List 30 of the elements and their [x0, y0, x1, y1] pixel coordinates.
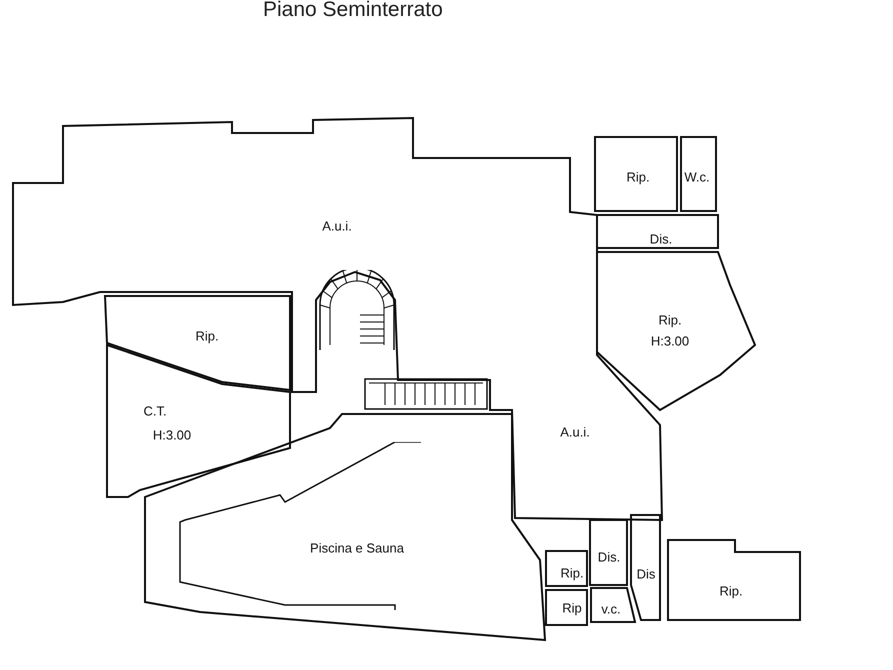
room: [103, 294, 292, 392]
room: [593, 135, 679, 213]
room-label: H:3.00: [650, 334, 690, 348]
room-label: C.T.: [143, 404, 167, 418]
room: [629, 513, 662, 622]
room-label: Dis.: [650, 232, 672, 246]
room: [595, 250, 757, 412]
room: [544, 549, 589, 588]
room-label: Rip.: [626, 170, 650, 184]
room-label: A.u.i.: [560, 426, 590, 438]
room: [679, 135, 718, 213]
room-label: Rip.: [658, 314, 682, 326]
room-label: Rip.: [560, 566, 584, 580]
room-label: Rip.: [719, 584, 743, 598]
room-label: Rip: [562, 602, 582, 614]
room-label: Dis: [636, 568, 656, 580]
room: [544, 588, 589, 627]
room-label: Dis.: [598, 550, 620, 564]
room: [105, 343, 292, 499]
room-label: H:3.00: [152, 428, 192, 442]
room-label: A.u.i.: [322, 220, 352, 232]
room-label: Piscina e Sauna: [310, 542, 404, 554]
room: [595, 213, 720, 250]
room: [588, 518, 629, 587]
room-label: Rip.: [195, 330, 219, 342]
room: [666, 538, 802, 622]
room-label: W.c.: [684, 170, 710, 184]
title: Piano Seminterrato: [263, 0, 443, 23]
room: [589, 586, 637, 624]
room-label: v.c.: [601, 602, 621, 616]
